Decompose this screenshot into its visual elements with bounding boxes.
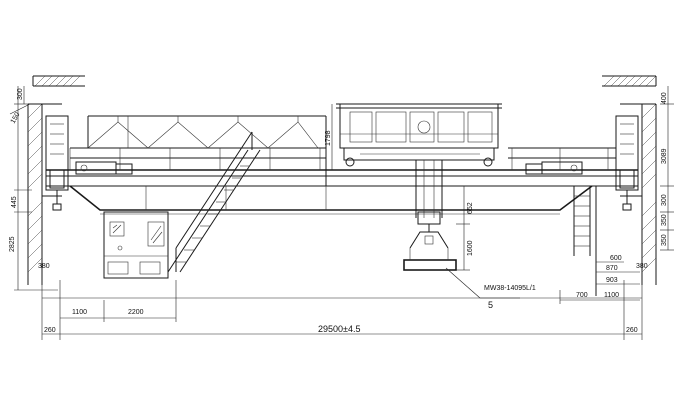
dim-bottom-260-right: 260: [626, 327, 638, 334]
dim-span: 29500±4.5: [318, 324, 360, 334]
right-building-column: [602, 75, 657, 285]
dim-left-2825: 2825: [9, 236, 16, 252]
dim-right-350a: 350: [661, 214, 668, 226]
dim-right-903: 903: [606, 277, 618, 284]
dim-right-3089: 3089: [661, 148, 668, 164]
right-drive-motor: [525, 161, 583, 175]
dim-right-380: 380: [636, 263, 648, 270]
dim-bottom-1100: 1100: [72, 309, 87, 316]
dim-bottom-260-left: 260: [44, 327, 56, 334]
dim-right-600: 600: [610, 255, 622, 262]
main-girder: [46, 169, 638, 215]
dim-right-870: 870: [606, 265, 618, 272]
dim-right-400: 400: [661, 92, 668, 104]
dim-left-150: 150: [10, 111, 22, 125]
dimension-lines: [9, 86, 674, 340]
right-maintenance-ladder: [573, 186, 597, 296]
dim-hook-1600: 1600: [467, 240, 474, 256]
dim-right-350b: 350: [661, 234, 668, 246]
dim-left-300: 300: [17, 88, 24, 100]
dim-right-1100: 1100: [604, 292, 619, 299]
trolley: [336, 103, 502, 167]
magnet-model-label: MW38-14095L/1: [484, 285, 536, 292]
dim-trolley-1798: 1798: [325, 130, 332, 146]
left-building-column: [27, 75, 85, 285]
dim-hook-652: 652: [467, 202, 474, 214]
operator-cab: [103, 211, 169, 279]
left-end-carriage: [45, 115, 69, 211]
left-drive-motor: [75, 161, 133, 175]
resistor-truss-frame: [87, 115, 327, 186]
dim-left-380: 380: [38, 263, 50, 270]
walkway-railing: [69, 147, 616, 170]
dim-right-700: 700: [576, 292, 588, 299]
right-end-carriage: [615, 115, 639, 211]
callout-number-5: 5: [488, 300, 493, 310]
dim-left-445: 445: [11, 196, 18, 208]
dim-right-300: 300: [661, 194, 668, 206]
access-stair: [167, 131, 261, 273]
dim-bottom-2200: 2200: [128, 309, 144, 316]
hoist-and-magnet: [403, 160, 457, 271]
